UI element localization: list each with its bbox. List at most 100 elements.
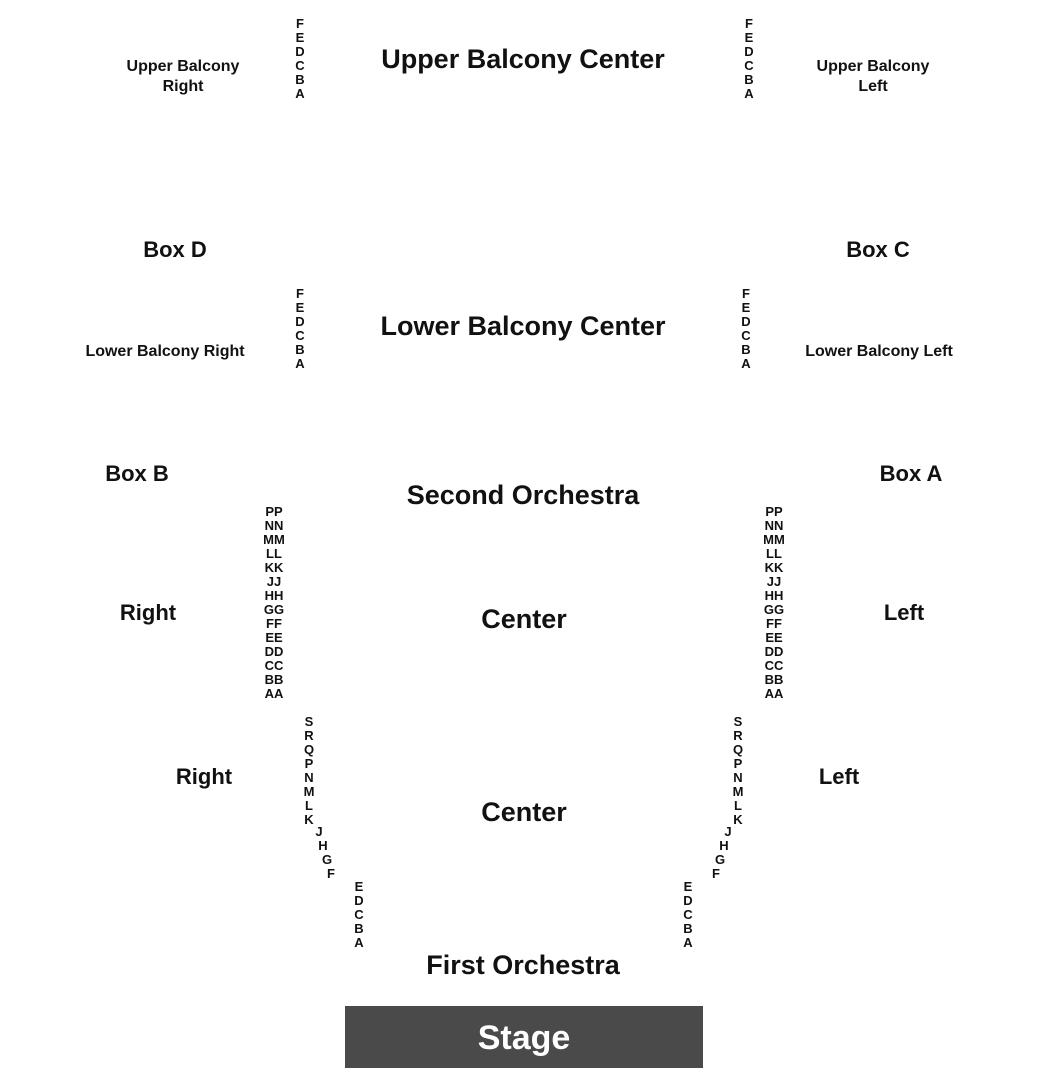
row-label: E <box>744 30 754 45</box>
row-label: BB <box>764 672 784 687</box>
row-label: C <box>741 328 751 343</box>
box-c-label[interactable]: Box C <box>846 237 910 262</box>
row-label: GG <box>763 602 785 617</box>
upper-balcony-right-label[interactable]: Upper Balcony Right <box>103 57 263 97</box>
stage: Stage <box>345 1006 703 1068</box>
row-label: H <box>719 838 729 853</box>
row-label: C <box>295 58 305 73</box>
row-label: HH <box>764 588 784 603</box>
row-label: LL <box>266 546 282 561</box>
row-label: B <box>741 342 751 357</box>
row-label: B <box>295 72 305 87</box>
row-label: N <box>733 770 743 785</box>
row-label: S <box>304 714 314 729</box>
row-label: P <box>733 756 743 771</box>
row-label: C <box>683 907 693 922</box>
first-orchestra-label[interactable]: First Orchestra <box>426 950 620 980</box>
upper-balcony-left-line2: Left <box>858 78 888 95</box>
row-label: CC <box>764 658 784 673</box>
upper-balcony-left-label[interactable]: Upper Balcony Left <box>793 57 953 97</box>
row-label: L <box>734 798 742 813</box>
row-label: C <box>744 58 754 73</box>
row-label: B <box>744 72 754 87</box>
box-a-label[interactable]: Box A <box>879 461 943 486</box>
row-label: B <box>295 342 305 357</box>
row-label: M <box>732 784 744 799</box>
row-label: B <box>354 921 364 936</box>
row-label: P <box>304 756 314 771</box>
row-label: D <box>741 314 751 329</box>
first-orchestra-right-label[interactable]: Right <box>175 764 233 789</box>
row-label: R <box>733 728 743 743</box>
row-label: R <box>304 728 314 743</box>
row-label: L <box>305 798 313 813</box>
row-label: E <box>295 300 305 315</box>
row-label: CC <box>264 658 284 673</box>
row-label: AA <box>264 686 284 701</box>
row-label: FF <box>266 616 282 631</box>
box-b-label[interactable]: Box B <box>105 461 169 486</box>
upper-balcony-center-label[interactable]: Upper Balcony Center <box>381 44 665 74</box>
row-label: B <box>683 921 693 936</box>
lower-balcony-center-label[interactable]: Lower Balcony Center <box>380 311 666 341</box>
row-label: G <box>321 852 333 867</box>
row-label: Q <box>303 742 315 757</box>
second-orchestra-label[interactable]: Second Orchestra <box>406 480 640 510</box>
first-orchestra-left-label[interactable]: Left <box>818 764 860 789</box>
row-label: D <box>354 893 364 908</box>
row-label: D <box>683 893 693 908</box>
row-label: K <box>304 812 314 827</box>
row-label: F <box>745 16 753 31</box>
row-label: EE <box>765 630 783 645</box>
row-label: D <box>295 314 305 329</box>
row-label: DD <box>264 644 284 659</box>
row-label: A <box>683 935 693 950</box>
second-orchestra-center-label[interactable]: Center <box>481 604 567 634</box>
lower-balcony-right-label[interactable]: Lower Balcony Right <box>85 343 245 360</box>
row-label: LL <box>766 546 782 561</box>
second-orchestra-left-label[interactable]: Left <box>883 600 925 625</box>
row-label: D <box>295 44 305 59</box>
row-label: F <box>712 866 720 881</box>
row-label: GG <box>263 602 285 617</box>
row-label: F <box>327 866 335 881</box>
second-orchestra-right-label[interactable]: Right <box>119 600 177 625</box>
first-orchestra-center-label[interactable]: Center <box>481 797 567 827</box>
row-label: DD <box>764 644 784 659</box>
row-label: M <box>303 784 315 799</box>
row-label: A <box>741 356 751 371</box>
row-label: MM <box>263 532 285 547</box>
lower-balcony-left-label[interactable]: Lower Balcony Left <box>805 343 953 360</box>
row-label: HH <box>264 588 284 603</box>
box-d-label[interactable]: Box D <box>143 237 207 262</box>
row-label: PP <box>265 504 283 519</box>
row-label: E <box>354 879 364 894</box>
row-label: BB <box>264 672 284 687</box>
upper-balcony-right-line2: Right <box>162 78 204 95</box>
row-label: PP <box>765 504 783 519</box>
row-label: JJ <box>766 574 782 589</box>
row-label: E <box>683 879 693 894</box>
row-label: A <box>354 935 364 950</box>
row-label: NN <box>264 518 284 533</box>
row-label: F <box>296 16 304 31</box>
upper-balcony-left-line1: Upper Balcony <box>816 58 930 75</box>
row-label: H <box>318 838 328 853</box>
row-label: F <box>296 286 304 301</box>
row-label: D <box>744 44 754 59</box>
row-label: KK <box>764 560 784 575</box>
row-label: A <box>744 86 754 101</box>
row-label: AA <box>764 686 784 701</box>
row-label: K <box>733 812 743 827</box>
row-label: MM <box>763 532 785 547</box>
